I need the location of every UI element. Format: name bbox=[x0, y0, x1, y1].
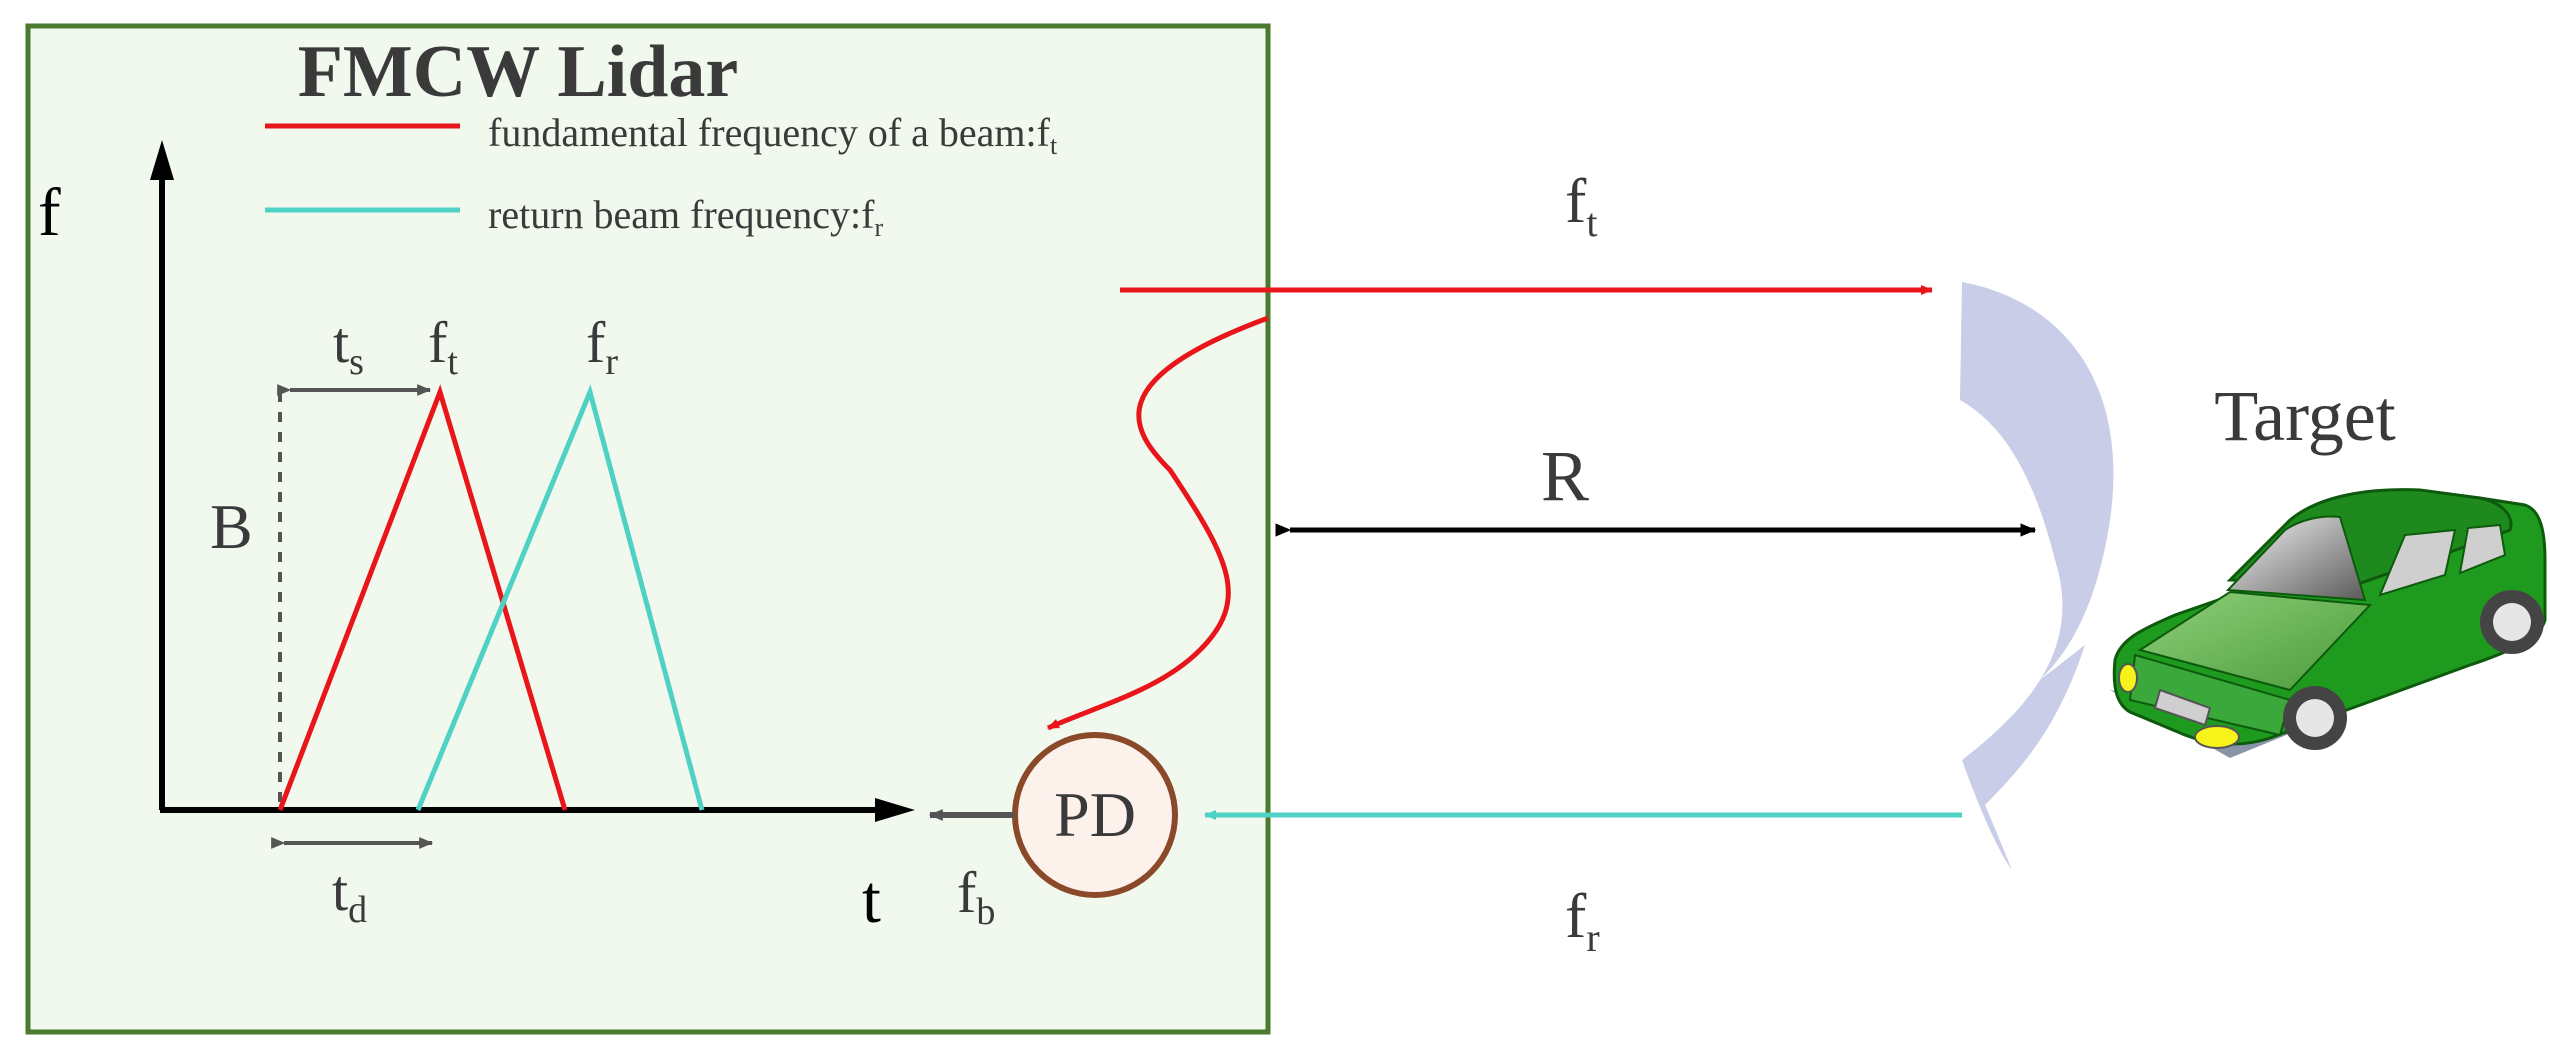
ts-label: ts bbox=[333, 310, 364, 383]
y-axis-label: f bbox=[38, 174, 61, 250]
legend-return-label: return beam frequency:fr bbox=[488, 192, 883, 242]
legend-transmit-label: fundamental frequency of a beam:ft bbox=[488, 110, 1058, 160]
x-axis-label: t bbox=[862, 861, 881, 937]
fr-peak-label: fr bbox=[586, 310, 618, 383]
return-chirp bbox=[415, 384, 705, 811]
return-beam-label: fr bbox=[1565, 880, 1600, 960]
beat-frequency-label: fb bbox=[957, 860, 995, 933]
bandwidth-label: B bbox=[210, 491, 253, 562]
range-label: R bbox=[1541, 436, 1589, 516]
transmit-chirp bbox=[277, 384, 568, 811]
target-label: Target bbox=[2214, 376, 2396, 456]
x-axis-arrowhead bbox=[875, 798, 915, 822]
ft-peak-label: ft bbox=[428, 310, 458, 383]
transmit-beam-label: ft bbox=[1565, 165, 1597, 245]
y-axis-arrowhead bbox=[150, 140, 174, 180]
frequency-time-plot: f t B ts ft fr td bbox=[38, 140, 915, 937]
photodetector-label: PD bbox=[1054, 779, 1136, 850]
reflection-arrow bbox=[1960, 282, 2114, 870]
td-label: td bbox=[332, 858, 367, 931]
local-oscillator-path bbox=[1046, 315, 1269, 731]
photodetector: PD bbox=[1012, 732, 1178, 898]
legend: fundamental frequency of a beam:ft retur… bbox=[265, 110, 1058, 242]
diagram-title: FMCW Lidar bbox=[298, 31, 739, 113]
target-car-illustration bbox=[2110, 488, 2547, 758]
